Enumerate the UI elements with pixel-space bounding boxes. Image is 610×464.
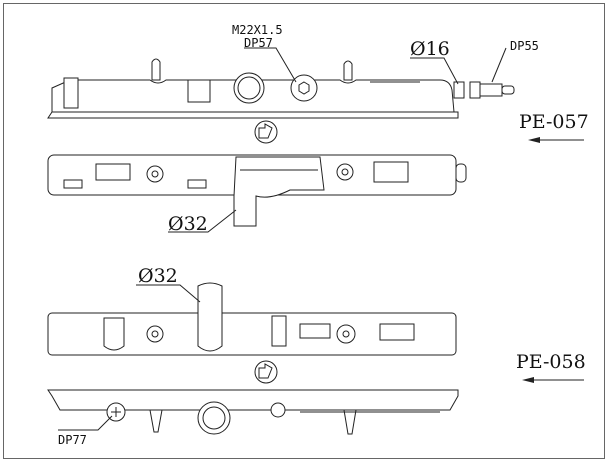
pe058-label: PE-058: [516, 351, 586, 373]
drawing-frame: [3, 3, 605, 459]
dp55-label: DP55: [510, 39, 539, 53]
pe057-side-view: [47, 58, 515, 119]
pe057-label: PE-057: [519, 111, 589, 133]
orientation-symbol: [254, 120, 278, 144]
pe057-top-view: [47, 154, 467, 227]
leader-lines: [58, 47, 584, 431]
dp57-label: DP57: [244, 36, 273, 50]
d32-top-label: Ø32: [168, 213, 208, 235]
pe058-top-view: [47, 282, 457, 356]
d16-label: Ø16: [410, 38, 450, 60]
pe058-side-view: [47, 389, 459, 435]
dp77-label: DP77: [58, 433, 87, 447]
orientation-symbol-2: [254, 360, 278, 384]
thread-label: M22X1.5: [232, 23, 283, 37]
d32-bottom-label: Ø32: [138, 265, 178, 287]
